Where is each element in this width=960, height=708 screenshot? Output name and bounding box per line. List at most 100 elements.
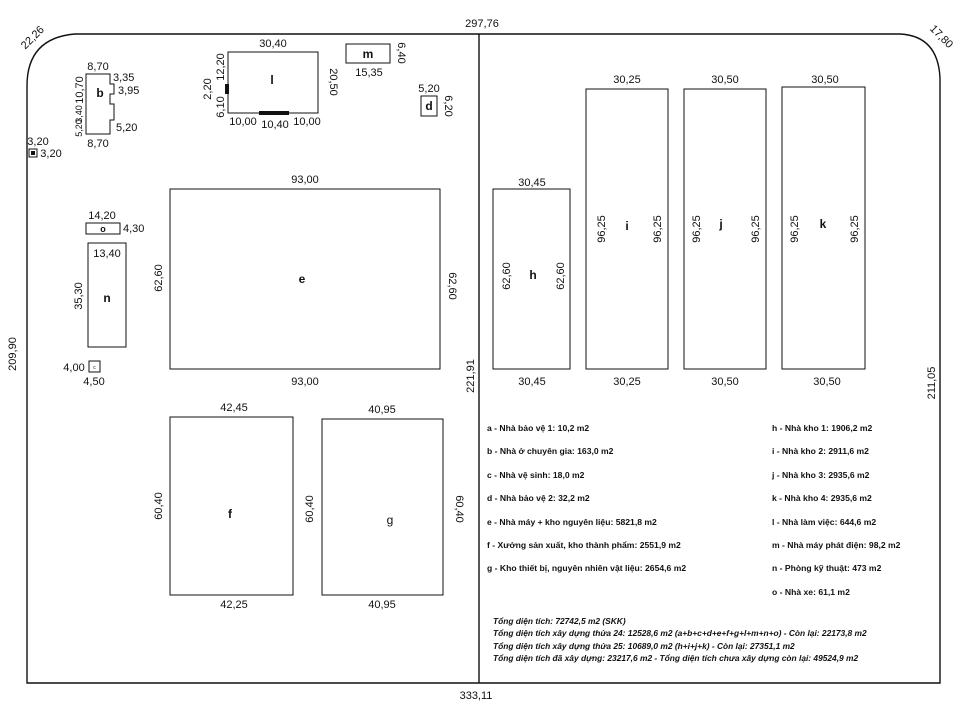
svg-text:62,60: 62,60	[153, 264, 165, 292]
svg-text:i: i	[625, 219, 628, 233]
svg-text:42,45: 42,45	[220, 402, 248, 414]
svg-text:96,25: 96,25	[789, 215, 801, 243]
svg-text:30,50: 30,50	[711, 376, 739, 388]
plot-left-dim: 209,90	[7, 337, 19, 371]
svg-text:10,00: 10,00	[229, 116, 257, 128]
svg-text:10,70: 10,70	[74, 76, 86, 104]
svg-text:96,25: 96,25	[750, 215, 762, 243]
area-summary: Tổng diện tích: 72742,5 m2 (SKK) Tổng di…	[493, 615, 867, 665]
legend-item: i - Nhà kho 2: 2911,6 m2	[772, 446, 869, 457]
building-j: j 30,50 30,50 96,25 96,25	[683, 74, 767, 388]
svg-text:n: n	[103, 291, 110, 305]
svg-text:3,20: 3,20	[27, 136, 48, 148]
summary-line: Tổng diện tích xây dựng thửa 24: 12528,6…	[493, 628, 867, 639]
svg-text:42,25: 42,25	[220, 599, 248, 611]
plot-corner-top-right: 17,80	[927, 23, 955, 51]
svg-text:6,20: 6,20	[442, 95, 454, 116]
plot-bottom-dim: 333,11	[460, 690, 493, 702]
svg-text:o: o	[100, 224, 106, 234]
svg-text:h: h	[529, 268, 536, 282]
legend-item: g - Kho thiết bị, nguyên nhiên vật liệu:…	[487, 563, 687, 574]
svg-text:30,25: 30,25	[613, 74, 641, 86]
legend-right: h - Nhà kho 1: 1906,2 m2 i - Nhà kho 2: …	[772, 423, 900, 610]
svg-text:62,60: 62,60	[501, 262, 513, 290]
svg-text:8,70: 8,70	[87, 138, 108, 150]
svg-text:3,35: 3,35	[113, 72, 134, 84]
building-h: h 30,45 30,45 62,60 62,60	[492, 177, 571, 388]
svg-text:60,40: 60,40	[153, 492, 165, 520]
svg-text:2,20: 2,20	[202, 78, 214, 99]
legend-item: h - Nhà kho 1: 1906,2 m2	[772, 423, 873, 433]
legend-item: a - Nhà bảo vệ 1: 10,2 m2	[487, 423, 590, 433]
summary-line: Tổng diện tích đã xây dựng: 23217,6 m2 -…	[493, 653, 859, 664]
legend-left: a - Nhà bảo vệ 1: 10,2 m2 b - Nhà ở chuy…	[487, 423, 686, 587]
divider-dim: 221,91	[465, 359, 477, 393]
svg-text:d: d	[425, 99, 432, 113]
svg-text:40,95: 40,95	[368, 404, 396, 416]
svg-text:m: m	[363, 47, 374, 61]
svg-text:30,25: 30,25	[613, 376, 641, 388]
legend-item: k - Nhà kho 4: 2935,6 m2	[772, 493, 872, 504]
svg-text:96,25: 96,25	[691, 215, 703, 243]
svg-text:5,20: 5,20	[418, 83, 439, 95]
building-l: l 30,40 20,50 12,20 2,20 6,10 10,00 10,4…	[202, 38, 339, 131]
svg-text:6,40: 6,40	[395, 42, 407, 63]
svg-text:f: f	[228, 507, 233, 521]
legend-item: b - Nhà ở chuyên gia: 163,0 m2	[487, 446, 614, 457]
svg-text:10,40: 10,40	[261, 119, 289, 131]
svg-text:30,50: 30,50	[813, 376, 841, 388]
svg-text:30,40: 30,40	[259, 38, 287, 50]
svg-text:4,50: 4,50	[83, 376, 104, 388]
building-g: g 40,95 40,95 60,40 60,40	[304, 404, 465, 611]
svg-text:j: j	[718, 217, 722, 231]
svg-text:20,50: 20,50	[327, 68, 339, 96]
svg-text:4,30: 4,30	[123, 223, 144, 235]
legend-item: d - Nhà bảo vệ 2: 32,2 m2	[487, 493, 590, 504]
svg-text:60,40: 60,40	[304, 495, 316, 523]
svg-text:12,20: 12,20	[215, 53, 227, 81]
plot-boundary	[26, 33, 941, 684]
building-d: d 5,20 6,20	[418, 83, 454, 117]
svg-text:4,00: 4,00	[63, 362, 84, 374]
legend-item: c - Nhà vệ sinh: 18,0 m2	[487, 469, 585, 480]
svg-text:g: g	[387, 513, 394, 527]
building-c: c 4,00 4,50	[63, 360, 105, 388]
svg-text:3,95: 3,95	[118, 85, 139, 97]
building-i: i 30,25 30,25 96,25 96,25	[585, 74, 669, 388]
building-o: o 14,20 4,30	[85, 210, 144, 235]
svg-text:96,25: 96,25	[849, 215, 861, 243]
legend-item: o - Nhà xe: 61,1 m2	[772, 586, 850, 597]
plot-right-dim: 211,05	[926, 367, 938, 400]
svg-text:96,25: 96,25	[652, 215, 664, 243]
plot-top-dim: 297,76	[465, 18, 499, 30]
svg-text:5,20: 5,20	[116, 122, 137, 134]
legend-item: f - Xưởng sản xuất, kho thành phẩm: 2551…	[487, 539, 681, 550]
svg-text:93,00: 93,00	[291, 174, 319, 186]
legend-item: e - Nhà máy + kho nguyên liệu: 5821,8 m2	[487, 516, 657, 527]
svg-text:c: c	[93, 365, 96, 371]
plot-corner-top-left: 22,26	[19, 24, 47, 52]
svg-text:62,60: 62,60	[555, 262, 567, 290]
svg-text:k: k	[820, 217, 827, 231]
svg-text:30,50: 30,50	[811, 74, 839, 86]
legend-item: m - Nhà máy phát điện: 98,2 m2	[772, 539, 901, 550]
legend-item: n - Phòng kỹ thuật: 473 m2	[772, 563, 882, 574]
summary-line: Tổng diện tích: 72742,5 m2 (SKK)	[493, 616, 626, 626]
svg-text:8,70: 8,70	[87, 61, 108, 73]
svg-text:6,10: 6,10	[215, 96, 227, 117]
svg-text:60,40: 60,40	[453, 495, 465, 523]
svg-text:96,25: 96,25	[596, 215, 608, 243]
svg-text:3,20: 3,20	[40, 148, 61, 160]
svg-text:15,35: 15,35	[355, 67, 383, 79]
svg-text:40,95: 40,95	[368, 599, 396, 611]
svg-text:62,60: 62,60	[446, 272, 458, 300]
svg-text:3,40: 3,40	[74, 105, 84, 123]
building-b: b 8,70 8,70 10,70 3,40 5,20 3,35 3,95 5,…	[74, 61, 139, 150]
building-n: n 13,40 35,30	[73, 242, 127, 348]
building-k: k 30,50 30,50 96,25 96,25	[781, 74, 866, 388]
legend-item: j - Nhà kho 3: 2935,6 m2	[772, 469, 870, 480]
svg-text:30,45: 30,45	[518, 177, 546, 189]
svg-text:13,40: 13,40	[93, 248, 121, 260]
svg-text:93,00: 93,00	[291, 376, 319, 388]
building-a: 3,20 3,20	[27, 136, 61, 160]
